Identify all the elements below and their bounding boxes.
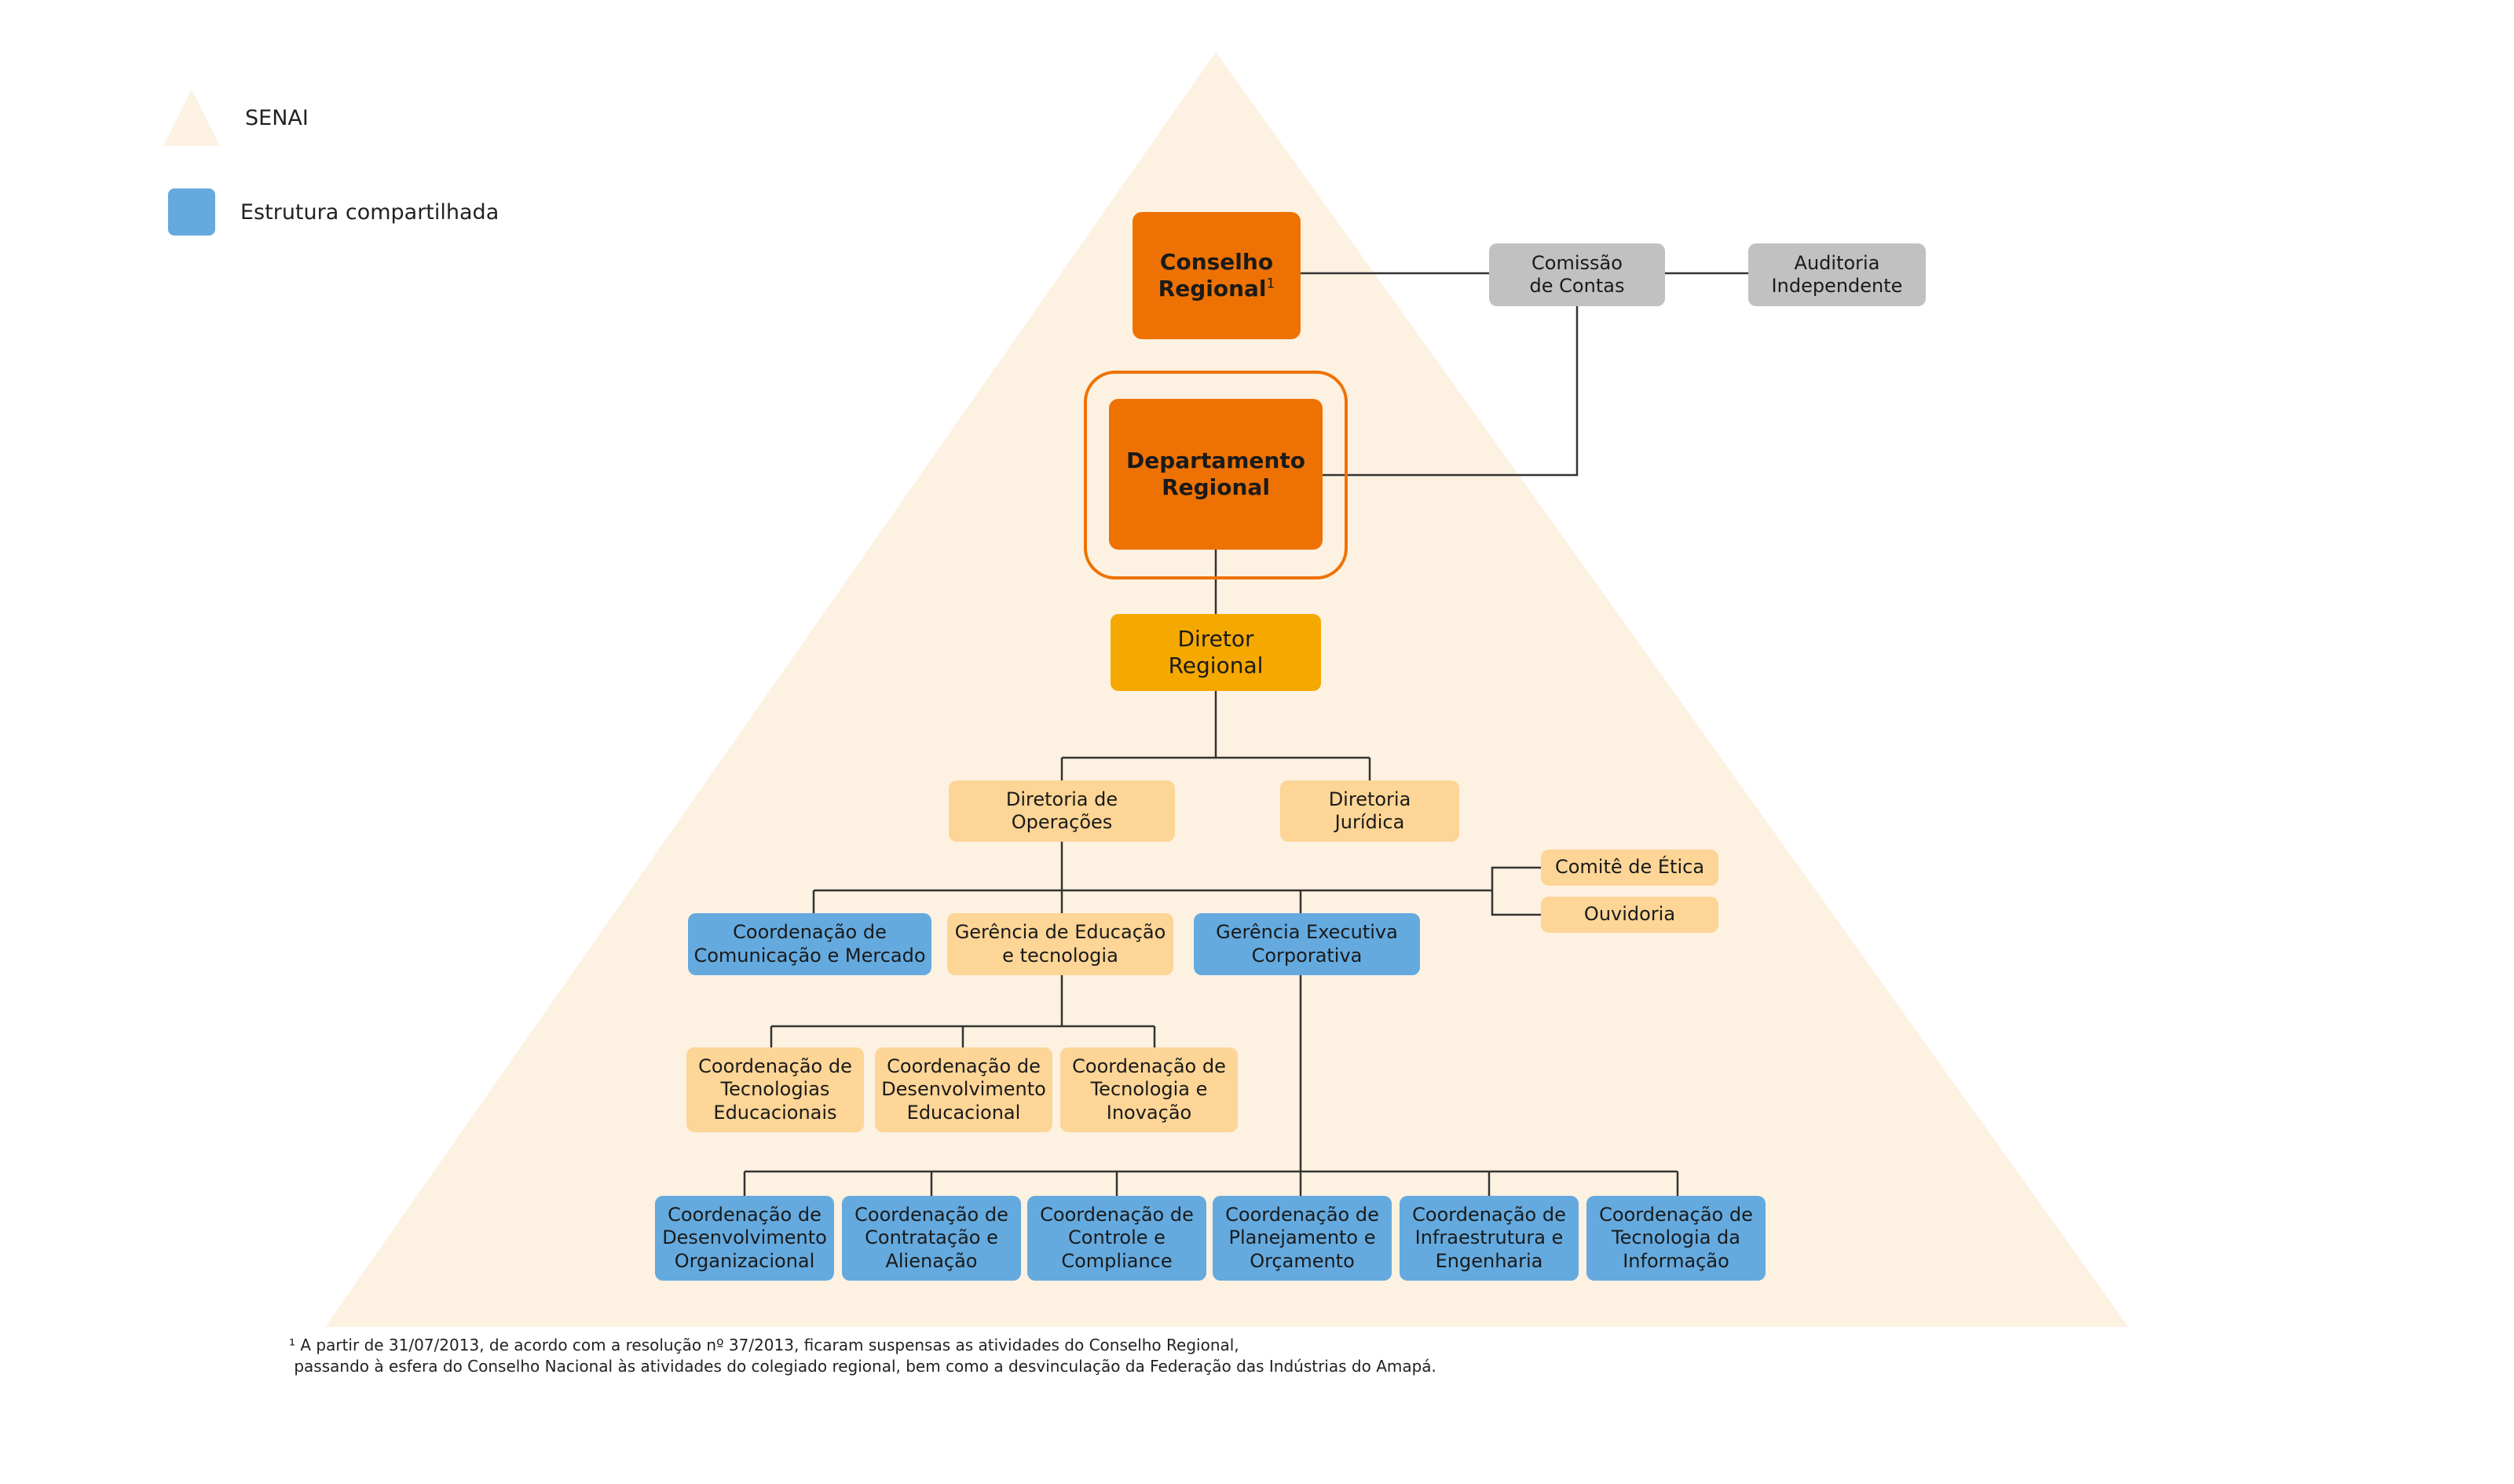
footnote-line-1: ¹ A partir de 31/07/2013, de acordo com … [289,1336,1239,1354]
node-coordenacao-controle-compliance: Coordenação de Controle e Compliance [1027,1196,1206,1281]
triangle-icon [163,90,220,146]
node-gerencia-educacao-tecnologia: Gerência de Educação e tecnologia [947,913,1173,975]
legend-senai: SENAI [163,90,309,146]
footnote-marker: 1 [1266,276,1275,292]
footnote-line-2: passando à esfera do Conselho Nacional à… [289,1357,1436,1376]
node-coordenacao-planejamento-orcamento: Coordenação de Planejamento e Orçamento [1213,1196,1392,1281]
square-icon [168,188,215,236]
legend-shared: Estrutura compartilhada [163,188,499,236]
node-gerencia-executiva-corporativa: Gerência Executiva Corporativa [1194,913,1420,975]
departamento-highlight-ring [1084,371,1348,579]
node-departamento-regional: Departamento Regional [1109,399,1323,550]
node-coordenacao-desenvolvimento-educacional: Coordenação de Desenvolvimento Educacion… [875,1047,1052,1132]
node-diretoria-de-operacoes: Diretoria de Operações [949,780,1175,842]
footnote: ¹ A partir de 31/07/2013, de acordo com … [289,1335,1436,1377]
connector-lines [743,272,1748,1196]
node-coordenacao-tecnologias-educacionais: Coordenação de Tecnologias Educacionais [686,1047,864,1132]
node-diretor-regional: Diretor Regional [1111,614,1321,691]
node-label: Conselho Regional [1158,248,1274,302]
node-auditoria-independente: Auditoria Independente [1748,243,1926,306]
node-coordenacao-comunicacao-mercado: Coordenação de Comunicação e Mercado [688,913,931,975]
connector [1491,866,1541,916]
legend-shared-label: Estrutura compartilhada [240,199,500,225]
node-coordenacao-infraestrutura-engenharia: Coordenação de Infraestrutura e Engenhar… [1400,1196,1579,1281]
node-coordenacao-tecnologia-inovacao: Coordenação de Tecnologia e Inovação [1060,1047,1238,1132]
node-comissao-de-contas: Comissão de Contas [1489,243,1665,306]
connector [1323,306,1579,477]
node-diretoria-juridica: Diretoria Jurídica [1280,780,1459,842]
node-conselho-regional: Conselho Regional1 [1133,212,1301,339]
node-coordenacao-contratacao-alienacao: Coordenação de Contratação e Alienação [842,1196,1021,1281]
node-coordenacao-tecnologia-informacao: Coordenação de Tecnologia da Informação [1586,1196,1766,1281]
node-ouvidoria: Ouvidoria [1541,897,1718,933]
node-comite-de-etica: Comitê de Ética [1541,850,1718,886]
legend-senai-label: SENAI [245,105,309,130]
node-coordenacao-desenvolvimento-organizacional: Coordenação de Desenvolvimento Organizac… [655,1196,834,1281]
